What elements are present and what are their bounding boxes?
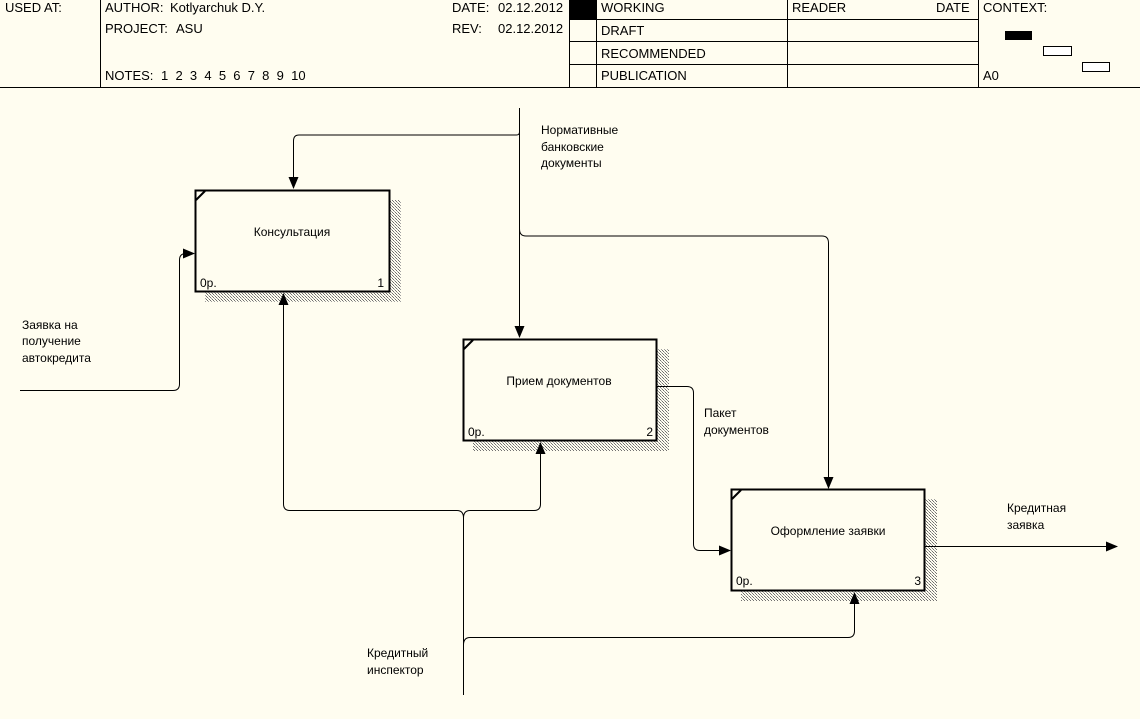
activity-box-3[interactable]: Оформление заявки 0р. 3 xyxy=(730,488,926,592)
box-1-title: Консультация xyxy=(254,225,330,239)
project-label: PROJECT: xyxy=(105,21,168,36)
project-value: ASU xyxy=(176,21,203,36)
mechanism-arrow-to-box-2[interactable] xyxy=(463,442,546,519)
mechanism-arrow-trunk[interactable] xyxy=(278,293,464,695)
packet-arrow[interactable] xyxy=(657,386,731,556)
svg-text:документов: документов xyxy=(704,423,769,437)
svg-text:документы: документы xyxy=(541,156,602,170)
title-block xyxy=(0,0,1140,88)
mechanism-label: Кредитный инспектор xyxy=(367,646,428,677)
box-2-number: 2 xyxy=(646,425,653,439)
status-recommended: RECOMMENDED xyxy=(601,46,706,61)
status-working: WORKING xyxy=(601,0,665,15)
svg-text:банковские: банковские xyxy=(541,140,604,154)
svg-text:получение: получение xyxy=(22,334,81,348)
mechanism-arrow-to-box-3[interactable] xyxy=(463,592,860,646)
control-arrow-to-box-3[interactable] xyxy=(519,228,834,489)
box-2-cost: 0р. xyxy=(468,425,485,439)
status-draft: DRAFT xyxy=(601,23,644,38)
control-arrow-to-box-1[interactable] xyxy=(288,131,520,189)
notes-label: NOTES: xyxy=(105,68,153,83)
activity-box-1[interactable]: Консультация 0р. 1 xyxy=(194,189,391,293)
date-label: DATE: xyxy=(452,0,489,15)
svg-text:Нормативные: Нормативные xyxy=(541,123,619,137)
svg-text:Заявка на: Заявка на xyxy=(22,318,78,332)
output-label: Кредитная заявка xyxy=(1007,501,1066,532)
node-label: A0 xyxy=(983,68,999,83)
input-label: Заявка на получение автокредита xyxy=(22,318,91,365)
used-at-label: USED AT: xyxy=(5,0,62,15)
author-label: AUTHOR: xyxy=(105,0,164,15)
reader-date-label: DATE xyxy=(936,0,970,15)
input-arrow[interactable] xyxy=(20,248,195,391)
rev-value: 02.12.2012 xyxy=(498,21,563,36)
box-3-number: 3 xyxy=(914,574,921,588)
box-1-cost: 0р. xyxy=(200,276,217,290)
box-2-title: Прием документов xyxy=(506,374,611,388)
context-label: CONTEXT: xyxy=(983,0,1047,15)
notes-value: 1 2 3 4 5 6 7 8 9 10 xyxy=(161,68,306,83)
author-value: Kotlyarchuk D.Y. xyxy=(170,0,265,15)
control-label: Нормативные банковские документы xyxy=(541,123,619,170)
reader-label: READER xyxy=(792,0,846,15)
context-thumbnail xyxy=(1005,31,1110,72)
packet-label: Пакет документов xyxy=(704,406,769,437)
box-1-number: 1 xyxy=(377,276,384,290)
svg-text:заявка: заявка xyxy=(1007,518,1045,532)
svg-text:Пакет: Пакет xyxy=(704,406,737,420)
svg-text:автокредита: автокредита xyxy=(22,351,91,365)
date-value: 02.12.2012 xyxy=(498,0,563,15)
svg-text:Кредитный: Кредитный xyxy=(367,646,428,660)
status-publication: PUBLICATION xyxy=(601,68,687,83)
working-status-marker xyxy=(570,0,596,19)
activity-box-2[interactable]: Прием документов 0р. 2 xyxy=(462,338,658,442)
box-3-cost: 0р. xyxy=(736,574,753,588)
svg-text:Кредитная: Кредитная xyxy=(1007,501,1066,515)
svg-text:инспектор: инспектор xyxy=(367,663,424,677)
box-3-title: Оформление заявки xyxy=(771,524,886,538)
rev-label: REV: xyxy=(452,21,482,36)
